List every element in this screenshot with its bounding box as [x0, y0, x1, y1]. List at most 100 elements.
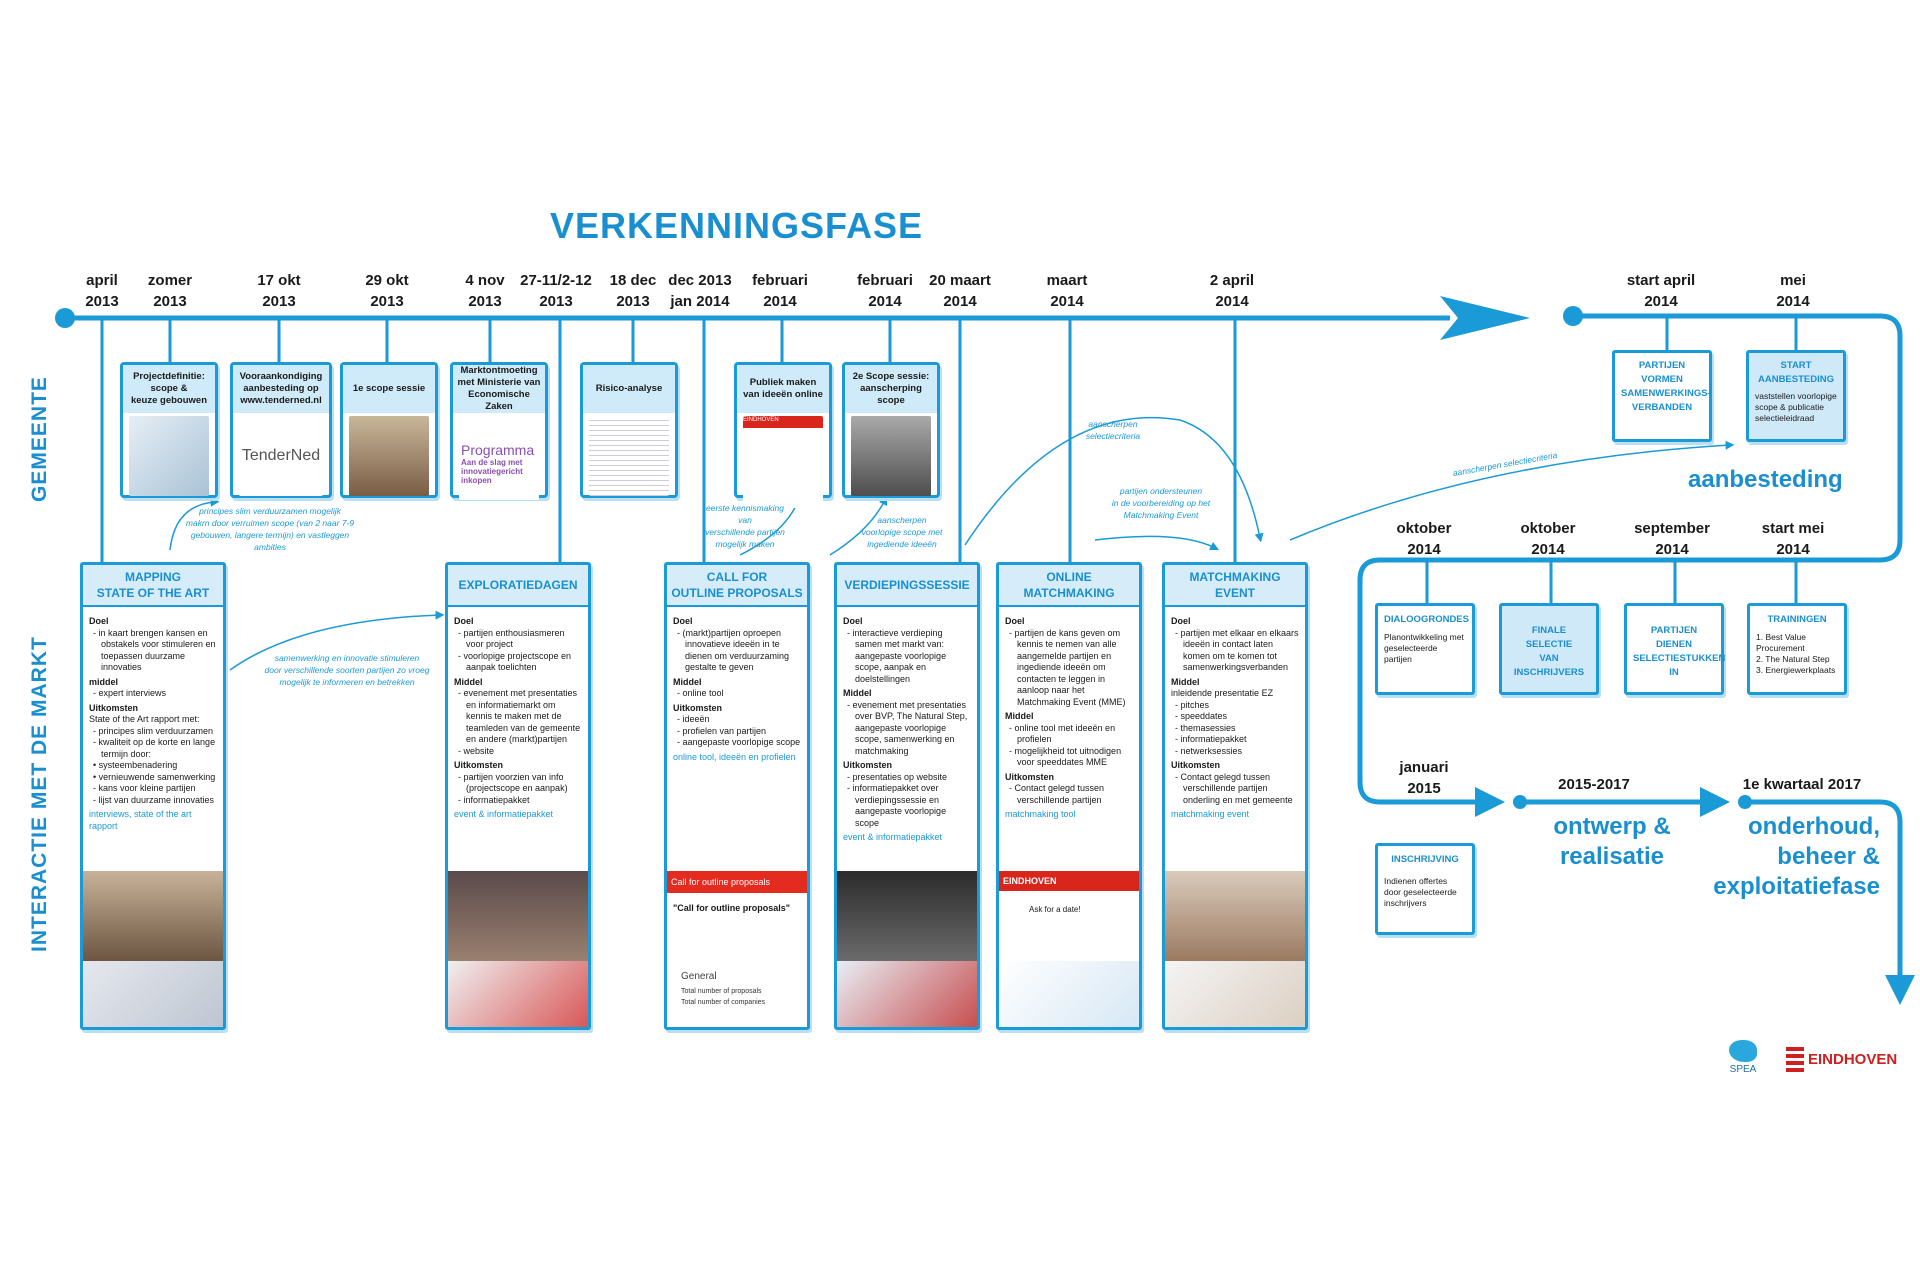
note-samenwerking: samenwerking en innovatie stimuleren doo…	[264, 653, 430, 687]
column-line: - informatiepakket over verdiepingssessi…	[847, 783, 947, 828]
column-line: Uitkomsten	[454, 760, 504, 770]
column-document-image	[1165, 961, 1305, 1027]
date-label: februari 2014	[857, 272, 913, 310]
column-photo	[837, 871, 977, 961]
column-line: - expert interviews	[93, 688, 167, 698]
market-column-title: VERDIEPINGSSESSIE	[837, 565, 977, 607]
date-label: 20 maart 2014	[929, 272, 991, 310]
column-line: - profielen van partijen	[677, 725, 767, 736]
column-line: - partijen enthousiasmeren voor project	[458, 627, 565, 650]
column-footer: event & informatiepakket	[843, 832, 943, 842]
gemeente-box-publiek: Publiek maken van ideeën online EINDHOVE…	[734, 362, 832, 508]
gemeente-box-title: Projectdefinitie: scope & keuze gebouwen	[123, 365, 215, 413]
column-photo: Call for outline proposals "Call for outl…	[667, 871, 807, 961]
market-column-body: Doel- interactieve verdieping samen met …	[837, 607, 977, 871]
side-label-markt: INTERACTIE MET DE MARKT	[28, 636, 51, 952]
column-line: - partijen de kans geven om kennis te ne…	[1009, 627, 1126, 707]
date-label: 29 okt 2013	[365, 272, 409, 310]
side-label-gemeente: GEMEENTE	[28, 376, 51, 502]
column-line: Doel	[454, 616, 474, 626]
date-label: 1e kwartaal 2017	[1742, 776, 1862, 793]
ontwerp-label: ontwerp & realisatie	[1553, 813, 1671, 870]
date-label: mei 2014	[1776, 272, 1810, 310]
spea-logo-icon	[1729, 1040, 1757, 1062]
gemeente-box-title: Marktontmoeting met Ministerie van Econo…	[453, 365, 545, 413]
market-column-title: MATCHMAKING EVENT	[1165, 565, 1305, 607]
column-line: Doel	[1005, 616, 1025, 626]
column-line: - presentaties op website	[847, 771, 948, 782]
map-image	[129, 416, 209, 496]
note-principes: principes slim verduurzamen mogelijk mak…	[185, 506, 355, 552]
column-line: - ideeën	[677, 714, 710, 724]
call-heading: "Call for outline proposals"	[673, 903, 791, 913]
column-line: Middel	[454, 676, 483, 687]
gemeente-box-title: Risico-analyse	[583, 365, 675, 413]
note-kennismaking: eerste kennismaking van verschillende pa…	[705, 503, 785, 549]
date-label: start april 2014	[1626, 272, 1696, 310]
box-dialoogrondes: DIALOOGRONDES Planontwikkeling met gesel…	[1375, 603, 1475, 695]
column-footer: online tool, ideeën en profielen	[673, 751, 796, 762]
eindhoven-banner: EINDHOVEN	[999, 871, 1139, 891]
column-line: Middel	[673, 676, 702, 687]
meeting-photo	[851, 416, 931, 496]
column-line: - online tool	[677, 688, 724, 698]
onderhoud-label: onderhoud, beheer & exploitatiefase	[1713, 813, 1880, 900]
date-label: januari 2015	[1399, 759, 1449, 797]
column-line: - aangepaste voorlopige scope	[677, 737, 801, 747]
note-aanscherpen-criteria: aanscherpen selectiecriteria	[1085, 419, 1141, 441]
column-line: - pitches	[1175, 699, 1210, 710]
main-timeline-arrowhead	[1440, 296, 1530, 340]
box-finale-selectie: FINALE SELECTIE VAN INSCHRIJVERS	[1499, 603, 1599, 695]
date-label: 18 dec 2013	[609, 272, 657, 310]
date-label: 27-11/2-12 2013	[520, 272, 592, 310]
gemeente-box-title: Vooraankondiging aanbesteding op www.ten…	[233, 365, 329, 413]
column-line: Uitkomsten	[89, 702, 139, 713]
box-start-aanbesteding: START AANBESTEDING vaststellen voorlopig…	[1746, 350, 1846, 442]
column-line: - themasessies	[1175, 722, 1236, 733]
date-label: 4 nov 2013	[465, 272, 505, 310]
call-banner: Call for outline proposals	[667, 871, 807, 893]
note-ondersteunen: partijen ondersteunen in de voorbereidin…	[1111, 486, 1211, 520]
column-footer: matchmaking event	[1171, 809, 1250, 819]
column-line: Middel	[843, 688, 872, 698]
column-line: - partijen voorzien van info (projectsco…	[458, 771, 568, 794]
column-line: - website	[458, 745, 495, 756]
gemeente-box-title: 2e Scope sessie: aanscherping scope	[845, 365, 937, 413]
phase-title: VERKENNINGSFASE	[550, 205, 924, 246]
box-trainingen: TRAININGEN 1. Best Value Procurement 2. …	[1747, 603, 1847, 695]
website-image: EINDHOVEN	[743, 416, 823, 508]
market-column-body: Doel- partijen met elkaar en elkaars ide…	[1165, 607, 1305, 871]
eindhoven-logo-icon	[1786, 1047, 1804, 1073]
market-column-body: Doel- partijen de kans geven om kennis t…	[999, 607, 1139, 871]
column-footer: interviews, state of the art rapport	[89, 809, 192, 831]
spea-logo: SPEA	[1718, 1040, 1768, 1075]
aanbesteding-label: aanbesteding	[1688, 466, 1843, 493]
date-label: 17 okt 2013	[257, 272, 301, 310]
column-line: Uitkomsten	[1005, 771, 1055, 782]
column-line: Doel	[89, 616, 109, 626]
column-line: - informatiepakket	[1175, 734, 1247, 744]
tenderned-logo: TenderNed	[239, 416, 323, 496]
column-line: - interactieve verdieping samen met mark…	[847, 627, 947, 684]
market-column-title: EXPLORATIEDAGEN	[448, 565, 588, 607]
column-line: - lijst van duurzame innovaties	[93, 794, 215, 805]
column-line: - Contact gelegd tussen verschillende pa…	[1009, 783, 1105, 805]
column-line: - kwaliteit op de korte en lange termijn…	[93, 737, 216, 759]
column-line: - netwerksessies	[1175, 745, 1243, 756]
column-footer: event & informatiepakket	[454, 809, 554, 819]
column-line: State of the Art rapport met:	[89, 714, 200, 724]
column-line: - in kaart brengen kansen en obstakels v…	[93, 627, 216, 673]
box-inschrijving: INSCHRIJVING Indienen offertes door gese…	[1375, 843, 1475, 935]
column-line: Middel	[1171, 676, 1200, 687]
date-label: oktober 2014	[1396, 520, 1452, 558]
date-label: zomer 2013	[147, 272, 193, 310]
date-label: februari 2014	[752, 272, 808, 310]
date-label: maart 2014	[1046, 272, 1088, 310]
